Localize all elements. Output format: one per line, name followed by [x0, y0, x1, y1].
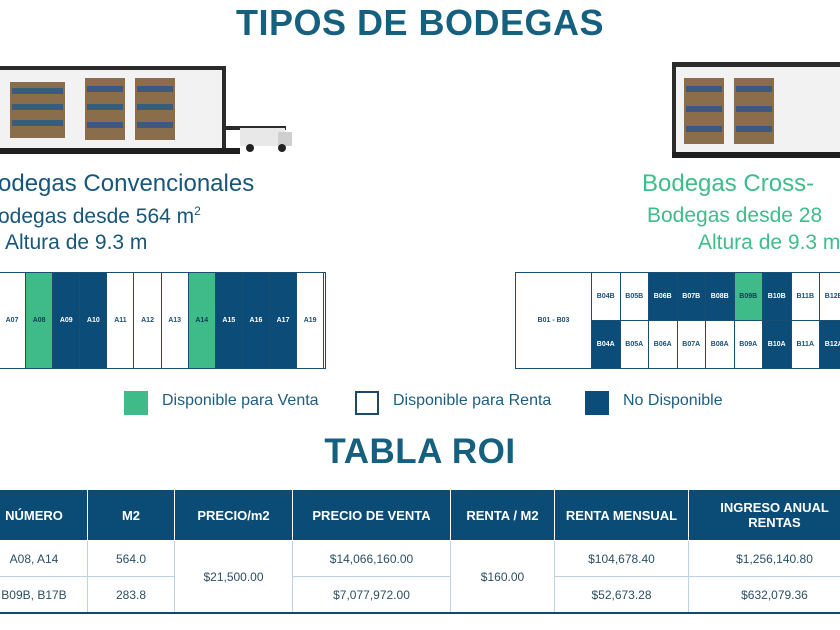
cross-dock-size: Bodegas desde 28 — [647, 204, 823, 227]
unit-a09: A09 — [53, 273, 81, 368]
cell-m2: 564.0 — [87, 540, 175, 577]
unit-b10b: B10B — [763, 273, 792, 321]
cross-dock-name: Bodegas Cross- — [642, 170, 815, 197]
unit-b04a: B04A — [592, 320, 621, 368]
unit-b10a: B10A — [763, 320, 792, 368]
cross-dock-warehouse-image — [672, 62, 840, 160]
unit-b07b: B07B — [677, 273, 706, 321]
cell-numero: A08, A14 — [0, 540, 88, 577]
header-renta-m2: RENTA / M2 — [450, 489, 555, 541]
unit-b05b: B05B — [620, 273, 649, 321]
block-b01-b03: B01 - B03 — [516, 273, 592, 368]
cell-precio-venta: $7,077,972.00 — [292, 576, 451, 614]
header-m2: M2 — [87, 489, 175, 541]
table-row: A08, A14 564.0 $21,500.00 $14,066,160.00… — [0, 540, 840, 614]
page-title: TIPOS DE BODEGAS — [235, 2, 605, 43]
header-precio-m2: PRECIO/m2 — [174, 489, 293, 541]
table-row: B09B, B17B 283.8 $7,077,972.00 $52,673.2… — [0, 576, 840, 614]
header-ingreso-anual: INGRESO ANUAL RENTAS — [688, 489, 840, 541]
roi-title: TABLA ROI — [324, 432, 516, 471]
unit-a08: A08 — [26, 273, 54, 368]
cell-ingreso-anual: $632,079.36 — [688, 576, 840, 614]
unit-b09a: B09A — [734, 320, 763, 368]
unit-a07: A07 — [0, 273, 27, 368]
cell-precio-venta: $14,066,160.00 — [292, 540, 451, 577]
cell-renta-m2: $160.00 — [450, 540, 555, 614]
unit-a16: A16 — [242, 273, 270, 368]
header-numero: NÚMERO — [0, 489, 88, 541]
cell-renta-mensual: $104,678.40 — [554, 540, 689, 577]
cell-numero: B09B, B17B — [0, 576, 88, 614]
header-renta-mensual: RENTA MENSUAL — [554, 489, 689, 541]
legend-sale-label: Disponible para Venta — [162, 392, 319, 409]
conventional-height: Altura de 9.3 m — [5, 231, 148, 254]
roi-table: NÚMERO M2 PRECIO/m2 PRECIO DE VENTA RENT… — [0, 489, 840, 614]
legend-rent-label: Disponible para Renta — [393, 392, 552, 409]
conventional-name: Bodegas Convencionales — [0, 170, 255, 197]
unit-a15: A15 — [215, 273, 243, 368]
cell-renta-mensual: $52,673.28 — [554, 576, 689, 614]
unit-b06b: B06B — [649, 273, 678, 321]
legend-na-label: No Disponible — [623, 392, 723, 409]
legend-na-swatch — [585, 391, 609, 415]
unit-a11: A11 — [107, 273, 135, 368]
unit-b08b: B08B — [706, 273, 735, 321]
unit-a14: A14 — [188, 273, 216, 368]
unit-b11a: B11A — [791, 320, 820, 368]
conventional-warehouse-image — [0, 58, 295, 160]
unit-b08a: B08A — [706, 320, 735, 368]
cell-m2: 283.8 — [87, 576, 175, 614]
cell-precio-m2: $21,500.00 — [174, 540, 293, 614]
cross-dock-height: Altura de 9.3 m — [698, 231, 840, 254]
unit-b11b: B11B — [791, 273, 820, 321]
unit-b05a: B05A — [620, 320, 649, 368]
conventional-size: Bodegas desde 564 m2 — [0, 204, 201, 228]
unit-b07a: B07A — [677, 320, 706, 368]
cell-ingreso-anual: $1,256,140.80 — [688, 540, 840, 577]
unit-b04b: B04B — [592, 273, 621, 321]
legend-sale-swatch — [124, 391, 148, 415]
unit-b12a: B12A — [820, 320, 840, 368]
unit-a17: A17 — [270, 273, 298, 368]
header-precio-venta: PRECIO DE VENTA — [292, 489, 451, 541]
unit-b06a: B06A — [649, 320, 678, 368]
unit-a12: A12 — [134, 273, 162, 368]
table-header-row: NÚMERO M2 PRECIO/m2 PRECIO DE VENTA RENT… — [0, 489, 840, 541]
legend-rent-swatch — [355, 391, 379, 415]
unit-a19: A19 — [297, 273, 325, 368]
unit-a13: A13 — [161, 273, 189, 368]
unit-b09b: B09B — [734, 273, 763, 321]
unit-a10: A10 — [80, 273, 108, 368]
